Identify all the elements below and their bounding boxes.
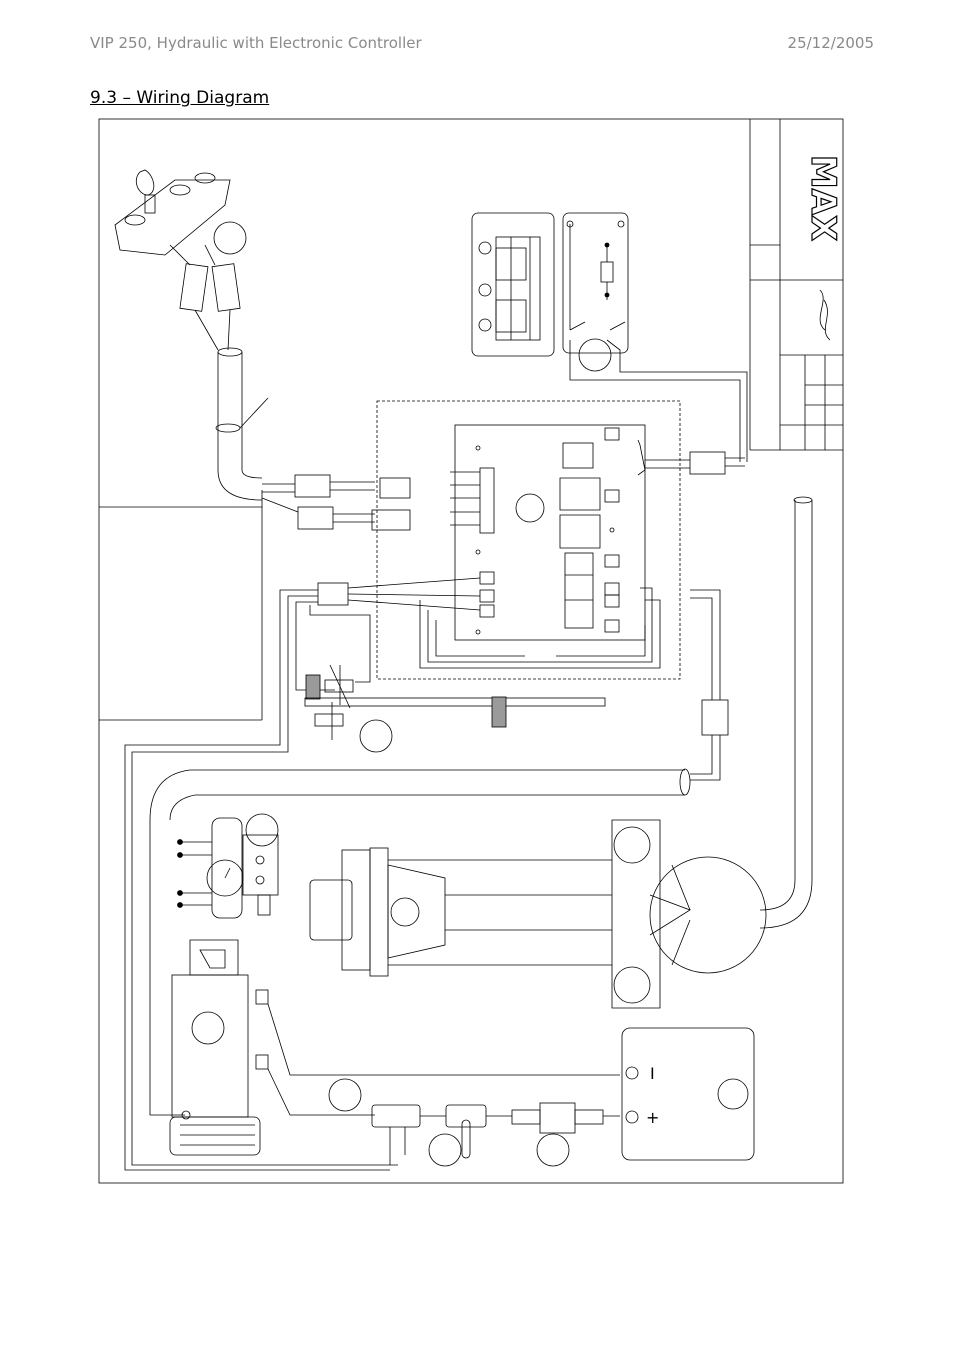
title-block (749, 119, 843, 451)
section-title: 9.3 – Wiring Diagram (90, 88, 270, 108)
left-sub-frame (99, 490, 263, 721)
document-title: VIP 250, Hydraulic with Electronic Contr… (90, 34, 422, 52)
bottom-relays (371, 1102, 620, 1167)
fuse-panel (562, 212, 748, 462)
joystick-cable (215, 347, 269, 501)
joystick-controller (114, 169, 247, 351)
battery-positive-label: + (646, 1108, 659, 1127)
right-connector (689, 451, 813, 929)
battery-negative-label: I (650, 1064, 655, 1083)
controller-harness (124, 439, 690, 1171)
document-date: 25/12/2005 (787, 34, 874, 52)
main-cable (149, 589, 729, 1116)
proximity-sensors (304, 664, 606, 753)
switch-panel (471, 212, 555, 357)
controller-pcb (450, 424, 646, 641)
battery: I + (621, 1027, 755, 1161)
hydraulic-pump (169, 939, 620, 1156)
controller-enclosure (376, 400, 681, 680)
drawing-frame (98, 118, 844, 1184)
max-logo-text: MAX (803, 155, 843, 241)
joystick-connectors (261, 474, 411, 531)
valve-assembly (177, 813, 279, 919)
max-logo: MAX (802, 154, 843, 242)
hydraulic-cylinder (309, 819, 767, 1009)
